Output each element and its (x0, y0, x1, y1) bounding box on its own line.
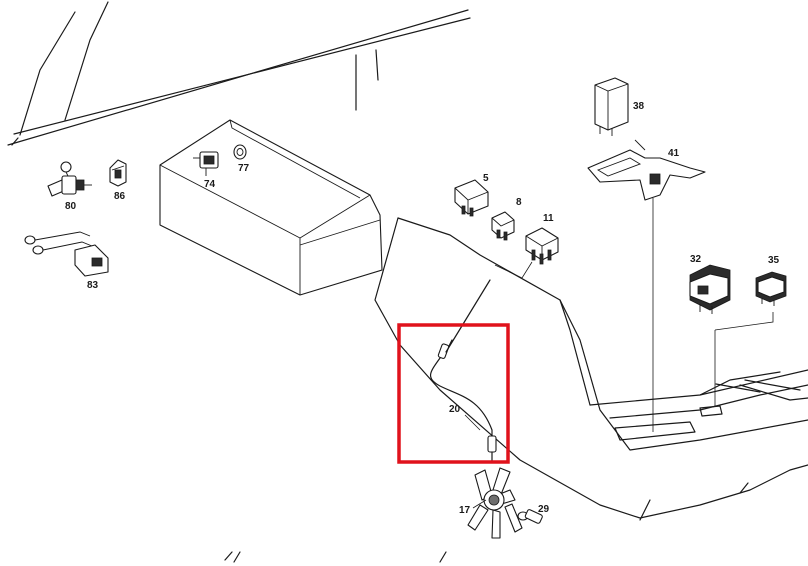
housing-unit (159, 119, 383, 296)
part-38-relay (594, 77, 629, 136)
label-8: 8 (516, 197, 522, 208)
label-35: 35 (768, 255, 780, 266)
part-74-connector (193, 151, 219, 176)
part-20-cable (430, 279, 497, 463)
part-41-bracket (587, 139, 706, 432)
part-83-harness (24, 231, 109, 277)
label-80: 80 (65, 201, 77, 212)
label-38: 38 (633, 101, 645, 112)
label-17: 17 (459, 505, 471, 516)
part-32-switch (689, 264, 731, 314)
label-11: 11 (543, 213, 554, 224)
label-20: 20 (449, 404, 461, 415)
part-5-switch (454, 179, 489, 217)
part-labels: 5 8 11 17 20 29 32 35 38 41 74 77 80 83 … (65, 101, 780, 516)
part-35-switch (714, 271, 787, 407)
part-11-switch (494, 227, 559, 279)
label-83: 83 (87, 280, 99, 291)
part-17-bulb-holders (467, 467, 523, 539)
label-41: 41 (668, 148, 680, 159)
part-86-clip (109, 159, 127, 187)
windshield-frame-lines (7, 1, 471, 146)
part-77-grommet (233, 144, 247, 160)
label-77: 77 (238, 163, 250, 174)
label-86: 86 (114, 191, 126, 202)
part-29-bulb (517, 509, 543, 524)
part-8-switch (491, 211, 515, 241)
highlight-box-part-20 (397, 323, 510, 464)
label-5: 5 (483, 173, 489, 184)
dashboard-console-lines (224, 217, 808, 563)
label-74: 74 (204, 179, 216, 190)
label-29: 29 (538, 504, 550, 515)
label-32: 32 (690, 254, 702, 265)
part-80-sensor (47, 161, 92, 197)
